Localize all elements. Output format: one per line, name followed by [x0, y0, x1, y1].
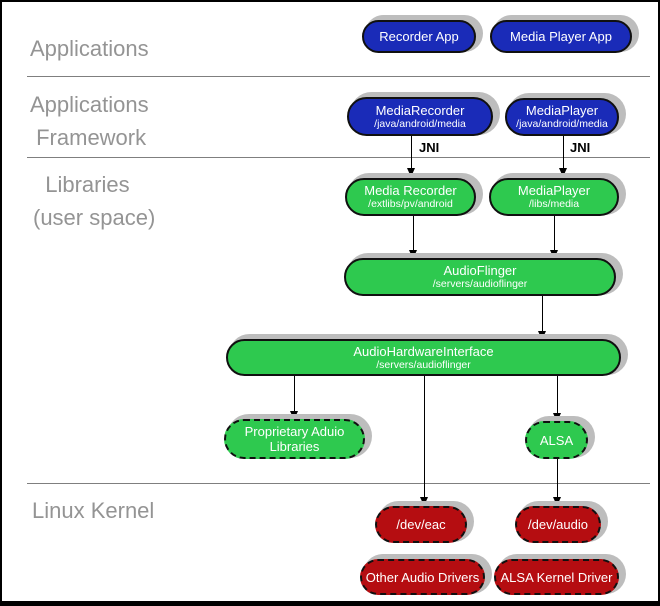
arrow-alsa-to-dev-audio [553, 459, 561, 506]
node-audioflinger: AudioFlinger /servers/audioflinger [344, 258, 616, 296]
arrow-ahi-to-dev-eac [420, 376, 428, 506]
node-mediaplayer-library: MediaPlayer /libs/media [489, 178, 619, 216]
node-label: MediaPlayer [525, 103, 599, 118]
node-mediarecorder-framework: MediaRecorder /java/android/media [347, 97, 493, 136]
node-proprietary-audio-libraries: Proprietary Aduio Libraries [224, 419, 365, 459]
node-label: ALSA [539, 432, 574, 448]
node-label: MediaRecorder [375, 102, 465, 118]
layer-label-libraries: Libraries (user space) [33, 172, 156, 230]
arrow-mediaplayer-jni [559, 136, 567, 177]
node-mediaplayer-framework: MediaPlayer /java/android/media [505, 98, 619, 136]
node-label: Media Player App [510, 29, 612, 44]
node-label: AudioFlinger [443, 263, 517, 278]
divider-applications-framework [27, 76, 650, 77]
arrow-ahi-to-proprietary [290, 376, 298, 420]
arrow-mediaplayer-to-audioflinger [550, 216, 558, 259]
arrow-mediarecorder-jni [407, 136, 415, 177]
node-label: AudioHardwareInterface [353, 343, 494, 359]
node-audio-hardware-interface: AudioHardwareInterface /servers/audiofli… [226, 339, 621, 376]
node-path: /java/android/media [374, 117, 466, 130]
node-other-audio-drivers: Other Audio Drivers [360, 559, 485, 595]
node-path: /extlibs/pv/android [368, 198, 453, 210]
node-path: /libs/media [528, 198, 580, 210]
arrow-mediarecorder-to-audioflinger [409, 216, 417, 259]
node-label: /dev/audio [528, 517, 588, 532]
layer-label-applications: Applications [30, 36, 149, 61]
node-label: ALSA Kernel Driver [500, 569, 613, 585]
arrow-audioflinger-to-ahi [538, 296, 546, 340]
node-dev-eac: /dev/eac [375, 506, 467, 543]
node-label: Proprietary Aduio [244, 424, 345, 439]
layer-label-linux-kernel: Linux Kernel [32, 498, 155, 523]
node-path: /servers/audioflinger [376, 358, 471, 371]
node-media-player-app: Media Player App [490, 20, 632, 53]
node-label: Media Recorder [364, 183, 457, 198]
node-label: MediaPlayer [517, 183, 591, 198]
node-media-recorder-library: Media Recorder /extlibs/pv/android [345, 178, 476, 216]
arrow-ahi-to-alsa [553, 376, 561, 422]
node-label: Recorder App [379, 29, 459, 44]
node-recorder-app: Recorder App [362, 20, 476, 53]
jni-label-left: JNI [419, 140, 440, 155]
node-dev-audio: /dev/audio [515, 506, 601, 543]
divider-framework-libraries [27, 157, 650, 158]
node-label: /dev/eac [396, 517, 446, 532]
jni-label-right: JNI [570, 140, 591, 155]
node-path: /servers/audioflinger [432, 278, 528, 290]
node-label-line2: Libraries [269, 439, 320, 454]
node-alsa-kernel-driver: ALSA Kernel Driver [494, 559, 619, 595]
divider-libraries-kernel [27, 483, 650, 484]
node-label: Other Audio Drivers [365, 569, 480, 585]
node-alsa: ALSA [525, 421, 588, 459]
node-path: /java/android/media [516, 118, 608, 130]
layer-label-applications-framework: Applications Framework [30, 92, 149, 150]
